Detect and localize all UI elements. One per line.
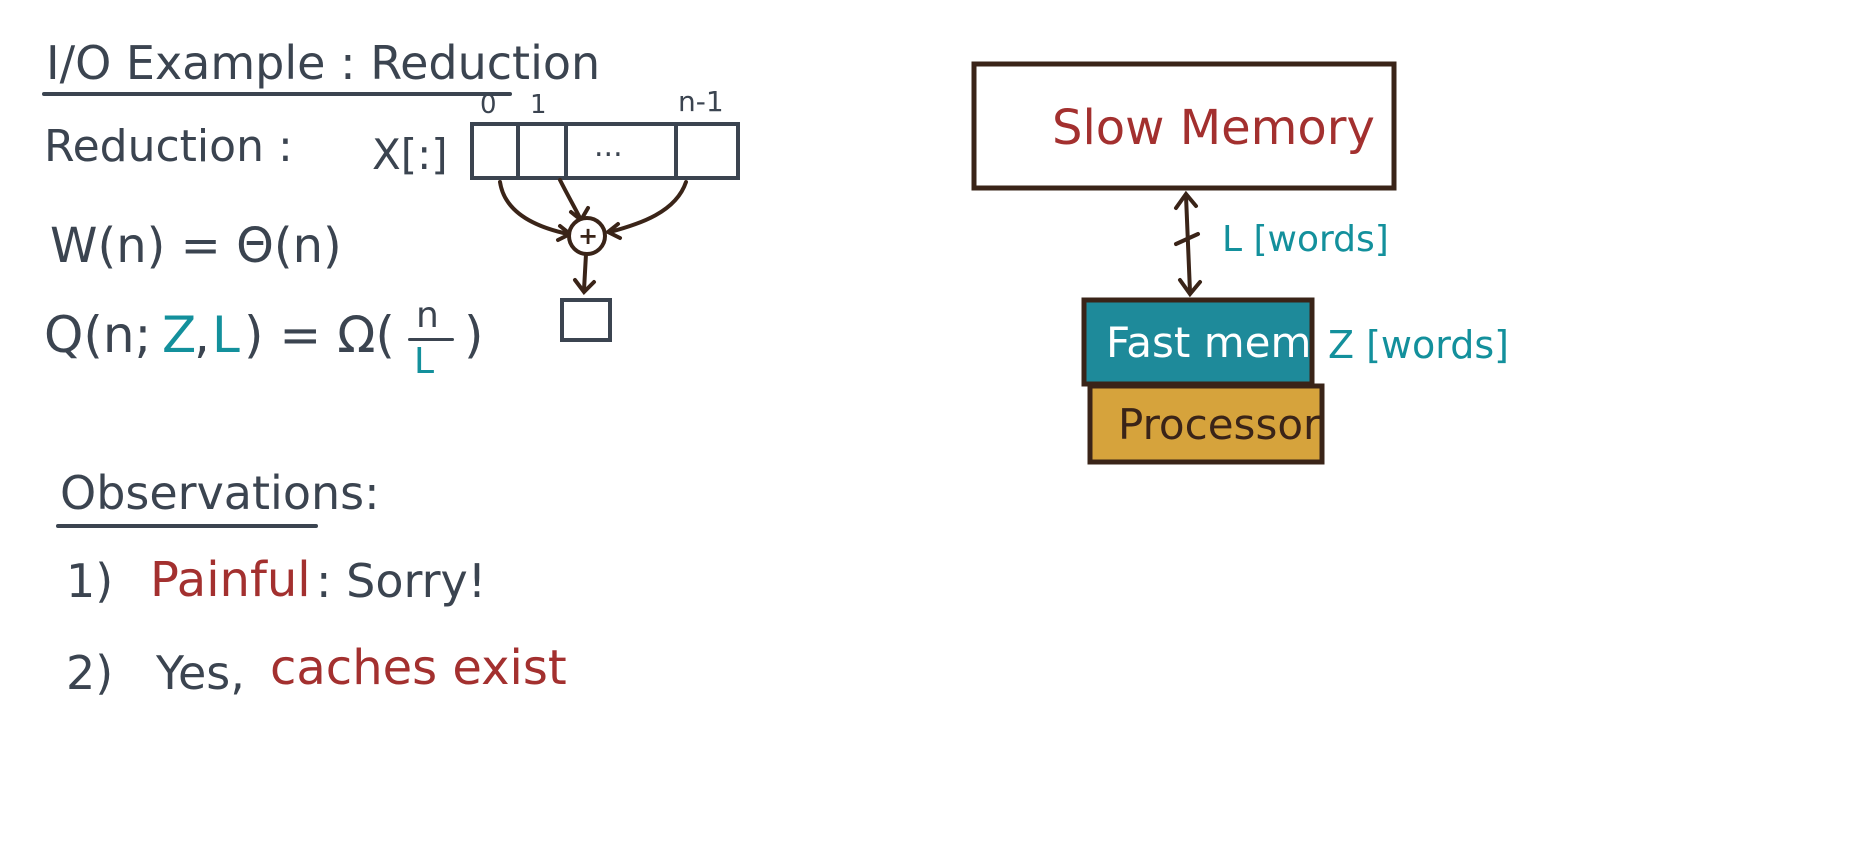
transfer-size-label: L [words]	[1222, 219, 1389, 260]
slow-memory-label: Slow Memory	[1052, 100, 1375, 156]
observation-2-text: Yes,	[156, 646, 245, 700]
io-formula-numerator: n	[416, 295, 439, 336]
result-box	[560, 298, 612, 342]
array-name: X[:]	[372, 130, 448, 179]
fast-memory-size-label: Z [words]	[1328, 323, 1509, 367]
array-ellipsis: ...	[594, 129, 623, 164]
reduction-arrows	[498, 178, 688, 296]
processor-label: Processor	[1118, 400, 1321, 449]
io-formula-prefix: Q(n;	[44, 306, 152, 364]
observations-heading: Observations:	[60, 466, 380, 520]
plus-circle	[567, 216, 607, 256]
processor-box	[1087, 383, 1325, 465]
reduction-label: Reduction :	[44, 121, 293, 172]
array-index-first: 0	[480, 90, 497, 120]
io-formula-denominator: L	[414, 341, 435, 382]
io-formula-equals: ) = Ω(	[244, 306, 395, 364]
io-formula-close: )	[464, 306, 484, 364]
array-index-last: n-1	[678, 85, 724, 118]
observation-1-number: 1)	[66, 554, 114, 608]
array-cells	[470, 122, 740, 180]
transfer-arrow	[1174, 190, 1202, 298]
io-formula-fraction-bar	[408, 338, 454, 341]
observations-underline	[56, 524, 318, 528]
io-formula-l: L	[212, 306, 240, 364]
title-underline	[42, 92, 512, 96]
array-index-second: 1	[530, 90, 547, 120]
observation-1-highlight: Painful	[150, 552, 311, 608]
observation-1-text: : Sorry!	[316, 554, 487, 608]
io-formula-z: Z	[162, 306, 197, 364]
io-formula: Q(n; Z , L ) = Ω( n L )	[44, 298, 504, 384]
fast-memory-label: Fast mem.	[1106, 318, 1325, 367]
work-formula: W(n) = Θ(n)	[50, 218, 342, 274]
slow-memory-box	[971, 61, 1397, 191]
page-title: I/O Example : Reduction	[46, 36, 601, 90]
observation-2-number: 2)	[66, 646, 114, 700]
plus-operator: +	[578, 222, 599, 250]
observation-2-highlight: caches exist	[270, 640, 567, 696]
io-formula-comma: ,	[194, 306, 210, 364]
